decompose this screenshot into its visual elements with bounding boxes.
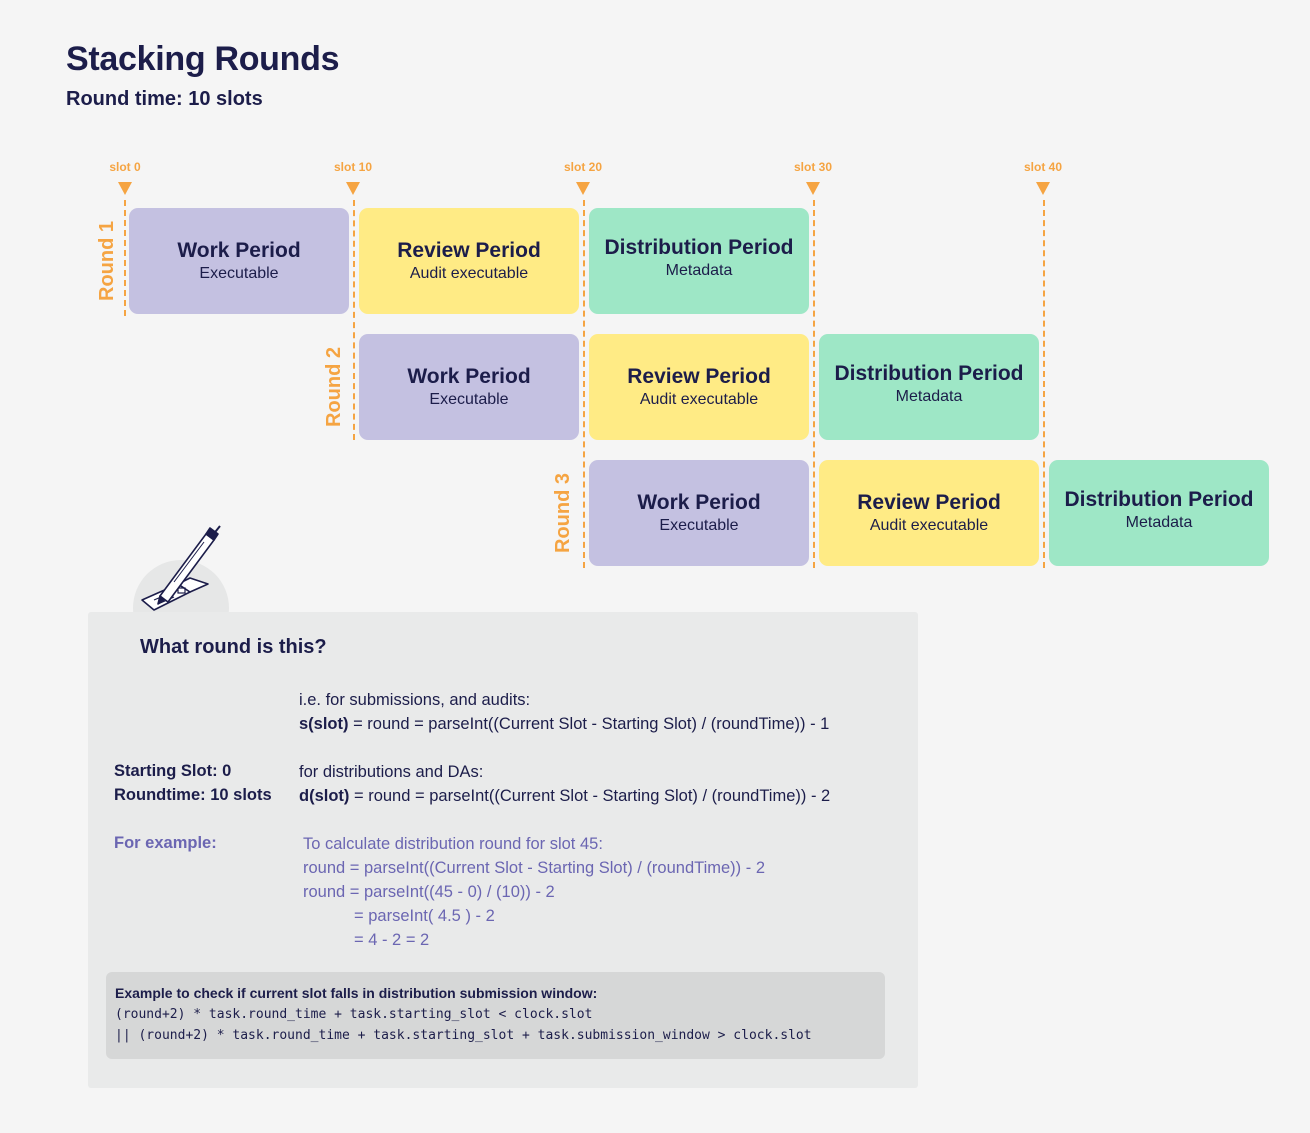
period-name: Review Period xyxy=(397,239,541,262)
work-period-block: Work Period Executable xyxy=(359,334,579,440)
work-period-block: Work Period Executable xyxy=(129,208,349,314)
slot-marker-arrow xyxy=(806,182,820,195)
distribution-period-block: Distribution Period Metadata xyxy=(589,208,809,314)
slot-label: slot 10 xyxy=(333,160,372,174)
slot-label: slot 20 xyxy=(563,160,602,174)
formula-text: = round = parseInt((Current Slot - Start… xyxy=(348,715,830,733)
period-name: Distribution Period xyxy=(1064,488,1254,511)
page-subtitle: Round time: 10 slots xyxy=(66,88,263,110)
period-name: Distribution Period xyxy=(834,362,1024,385)
example-label: For example: xyxy=(114,834,217,852)
work-period-block: Work Period Executable xyxy=(589,460,809,566)
example-line: round = parseInt((45 - 0) / (10)) - 2 xyxy=(303,883,555,901)
round-label: Round 2 xyxy=(323,347,345,427)
review-period-block: Review Period Audit executable xyxy=(819,460,1039,566)
period-name: Work Period xyxy=(177,239,301,262)
round-label: Round 1 xyxy=(96,221,118,301)
period-subtitle: Metadata xyxy=(665,262,733,279)
code-line: (round+2) * task.round_time + task.start… xyxy=(115,1007,593,1022)
starting-slot-text: Starting Slot: 0 xyxy=(114,762,232,780)
slot-marker-arrow xyxy=(118,182,132,195)
period-name: Work Period xyxy=(407,365,531,388)
code-example-box xyxy=(106,972,885,1059)
example-line: round = parseInt((Current Slot - Startin… xyxy=(303,859,766,877)
period-subtitle: Audit executable xyxy=(639,391,759,408)
round-label: Round 3 xyxy=(552,473,574,553)
slot-label: slot 40 xyxy=(1023,160,1062,174)
period-name: Review Period xyxy=(857,491,1001,514)
formula-label: d(slot) xyxy=(299,787,350,805)
distributions-intro: for distributions and DAs: xyxy=(299,763,484,781)
period-subtitle: Metadata xyxy=(1125,514,1193,531)
pen-signing-document-icon xyxy=(141,525,221,611)
period-subtitle: Audit executable xyxy=(409,265,529,282)
distribution-formula: d(slot) = round = parseInt((Current Slot… xyxy=(299,787,830,806)
slot-divider-line xyxy=(583,200,585,568)
period-subtitle: Audit executable xyxy=(869,517,989,534)
code-example-title: Example to check if current slot falls i… xyxy=(115,985,598,1001)
review-period-block: Review Period Audit executable xyxy=(589,334,809,440)
submissions-intro: i.e. for submissions, and audits: xyxy=(299,691,531,709)
period-subtitle: Executable xyxy=(199,265,279,282)
distribution-period-block: Distribution Period Metadata xyxy=(819,334,1039,440)
roundtime-text: Roundtime: 10 slots xyxy=(114,786,272,804)
slot-divider-line xyxy=(353,200,355,440)
period-subtitle: Executable xyxy=(429,391,509,408)
formula-text: = round = parseInt((Current Slot - Start… xyxy=(349,787,831,805)
code-line: || (round+2) * task.round_time + task.st… xyxy=(115,1028,812,1043)
slot-divider-line xyxy=(1043,200,1045,568)
slot-label: slot 30 xyxy=(793,160,832,174)
slot-divider-line xyxy=(124,200,126,316)
info-heading: What round is this? xyxy=(140,636,327,658)
example-line: = 4 - 2 = 2 xyxy=(354,931,430,949)
period-subtitle: Metadata xyxy=(895,388,963,405)
slot-marker-arrow xyxy=(346,182,360,195)
period-subtitle: Executable xyxy=(659,517,739,534)
example-line: = parseInt( 4.5 ) - 2 xyxy=(354,907,495,925)
distribution-period-block: Distribution Period Metadata xyxy=(1049,460,1269,566)
submission-formula: s(slot) = round = parseInt((Current Slot… xyxy=(299,715,829,734)
formula-label: s(slot) xyxy=(299,715,349,733)
slot-marker-arrow xyxy=(1036,182,1050,195)
slot-label: slot 0 xyxy=(109,160,141,174)
page-title: Stacking Rounds xyxy=(66,40,340,78)
slot-marker-arrow xyxy=(576,182,590,195)
slot-divider-line xyxy=(813,200,815,568)
example-line: To calculate distribution round for slot… xyxy=(303,835,603,853)
period-name: Distribution Period xyxy=(604,236,794,259)
review-period-block: Review Period Audit executable xyxy=(359,208,579,314)
period-name: Review Period xyxy=(627,365,771,388)
period-name: Work Period xyxy=(637,491,761,514)
